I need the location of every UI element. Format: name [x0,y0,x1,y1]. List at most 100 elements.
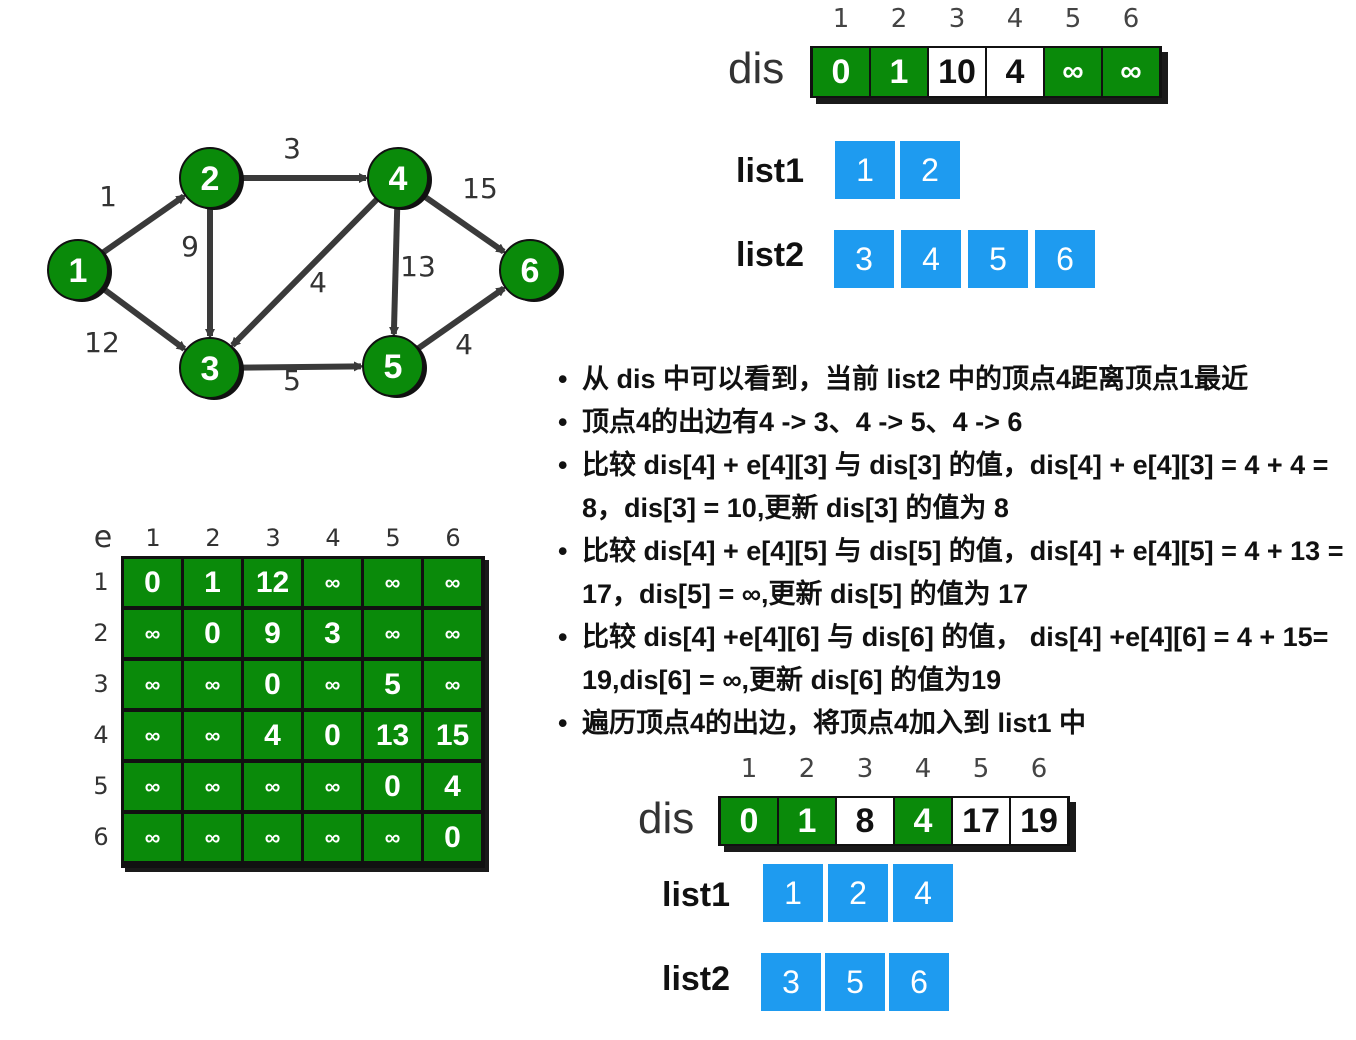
dis-index: 4 [914,754,932,784]
dis-cell: 1 [871,48,927,96]
list1-label-after: list1 [662,876,731,914]
matrix-cell: ∞ [124,610,181,657]
matrix-cell: ∞ [304,814,361,861]
matrix-cell: 0 [124,559,181,606]
node-3 [179,337,241,399]
dis-index: 3 [856,754,874,784]
edge-1-2 [100,193,187,256]
list-item: 2 [900,141,960,199]
list-item: 3 [761,953,821,1011]
matrix-cell: ∞ [124,763,181,810]
dis-index: 1 [832,4,850,34]
edge-weight-label: 3 [283,132,301,165]
note-item: 比较 dis[4] +e[4][6] 与 dis[6] 的值， dis[4] +… [556,616,1356,702]
dis-index: 5 [1064,4,1082,34]
matrix-cell: 4 [244,712,301,759]
matrix-cell: ∞ [244,814,301,861]
list-item: 4 [893,864,953,922]
dis-cell: 1 [779,798,835,844]
dis-cell: 19 [1011,798,1067,844]
note-item: 遍历顶点4的出边，将顶点4加入到 list1 中 [556,702,1356,745]
list-item: 5 [825,953,885,1011]
matrix-cell: ∞ [304,763,361,810]
node-6 [499,239,561,301]
matrix-cell: 4 [424,763,481,810]
list2-label-after: list2 [662,960,731,998]
matrix-corner-label: e [93,520,113,555]
matrix-col-header: 5 [385,524,401,552]
edge-weight-label: 13 [400,250,436,283]
edge-weight-label: 4 [455,328,473,361]
matrix-cell: 9 [244,610,301,657]
matrix-cell: ∞ [424,661,481,708]
matrix-cell: ∞ [304,661,361,708]
matrix-cell: 12 [244,559,301,606]
dis-index: 2 [890,4,908,34]
list2-label-before: list2 [736,236,805,274]
matrix-row-header: 1 [93,568,109,596]
edge-1-3 [100,285,187,352]
dis-index: 3 [948,4,966,34]
dis-label: dis [638,794,695,843]
matrix-cell: ∞ [424,559,481,606]
matrix-cell: ∞ [184,712,241,759]
dis-cell: ∞ [1103,48,1159,96]
matrix-row-header: 2 [93,619,109,647]
node-label: 5 [384,348,403,386]
node-4 [367,147,429,209]
matrix-col-header: 1 [145,524,161,552]
matrix-cell: 0 [304,712,361,759]
matrix-cell: ∞ [184,763,241,810]
dis-index: 6 [1122,4,1140,34]
edge-3-5 [239,361,365,372]
dis-cell: 17 [953,798,1009,844]
matrix-cell: 15 [424,712,481,759]
edge-weight-label: 4 [309,266,327,299]
edge-weight-label: 5 [283,364,301,397]
matrix-cell: 0 [364,763,421,810]
node-label: 6 [521,252,540,290]
list-item: 5 [968,230,1028,288]
edge-weight-label: 12 [84,326,120,359]
node-5 [362,335,424,397]
matrix-cell: 13 [364,712,421,759]
matrix-row-header: 4 [93,721,109,749]
dis-cell: ∞ [1045,48,1101,96]
dis-cell: 10 [929,48,985,96]
list-item: 1 [835,141,895,199]
matrix-row-header: 6 [93,823,109,851]
note-item: 从 dis 中可以看到，当前 list2 中的顶点4距离顶点1最近 [556,358,1356,401]
dis-index: 1 [740,754,758,784]
matrix-cell: 0 [244,661,301,708]
matrix-col-header: 6 [445,524,461,552]
dis-cell: 8 [837,798,893,844]
node-label: 3 [201,350,220,388]
matrix-cell: 3 [304,610,361,657]
list-item: 6 [1035,230,1095,288]
list-item: 4 [901,230,961,288]
list1-label-before: list1 [736,152,805,190]
list-item: 2 [828,864,888,922]
explanation-list: 从 dis 中可以看到，当前 list2 中的顶点4距离顶点1最近 顶点4的出边… [556,358,1356,745]
matrix-cell: ∞ [364,814,421,861]
matrix-cell: ∞ [124,661,181,708]
matrix-cell: ∞ [364,559,421,606]
matrix-cell: ∞ [184,814,241,861]
dis-cell: 4 [895,798,951,844]
node-label: 4 [389,160,408,198]
matrix-cell: ∞ [424,610,481,657]
dis-cell: 4 [987,48,1043,96]
node-label: 2 [201,160,220,198]
list-item: 3 [834,230,894,288]
matrix-cell: ∞ [124,814,181,861]
matrix-col-header: 4 [325,524,341,552]
dis-index: 4 [1006,4,1024,34]
edge-weight-label: 15 [462,172,498,205]
list-item: 6 [889,953,949,1011]
edge-4-5 [389,207,401,338]
list-item: 1 [763,864,823,922]
dis-cell: 0 [721,798,777,844]
dis-index: 6 [1030,754,1048,784]
edge-4-3 [230,197,380,348]
